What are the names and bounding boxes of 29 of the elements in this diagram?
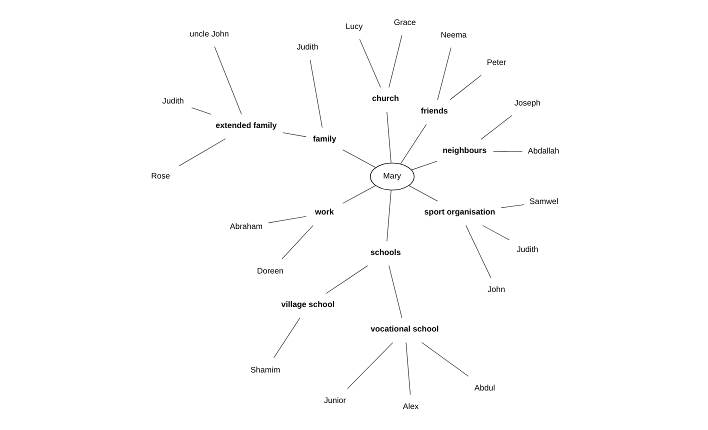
connector: [465, 225, 491, 278]
connector: [500, 204, 524, 208]
connector: [449, 74, 482, 100]
connector: [272, 318, 300, 358]
connector: [408, 185, 438, 202]
connector: [268, 216, 306, 224]
connector: [480, 115, 512, 140]
connector: [346, 342, 393, 390]
connector: [342, 149, 376, 168]
connector: [358, 38, 380, 88]
connector: [405, 342, 410, 396]
connector: [386, 190, 391, 242]
connector: [281, 225, 313, 260]
connector: [325, 265, 368, 294]
connector: [388, 265, 402, 318]
connector: [386, 112, 391, 164]
connector: [342, 185, 376, 204]
connector: [309, 59, 322, 128]
connector: [410, 160, 437, 170]
connector: [190, 107, 211, 115]
connector: [436, 47, 451, 100]
connector: [388, 34, 402, 88]
connector: [400, 124, 426, 164]
connector: [482, 225, 510, 240]
connector: [282, 132, 306, 138]
connector: [420, 342, 468, 377]
connector: [492, 150, 522, 152]
connector: [214, 46, 242, 115]
connector: [178, 138, 226, 166]
